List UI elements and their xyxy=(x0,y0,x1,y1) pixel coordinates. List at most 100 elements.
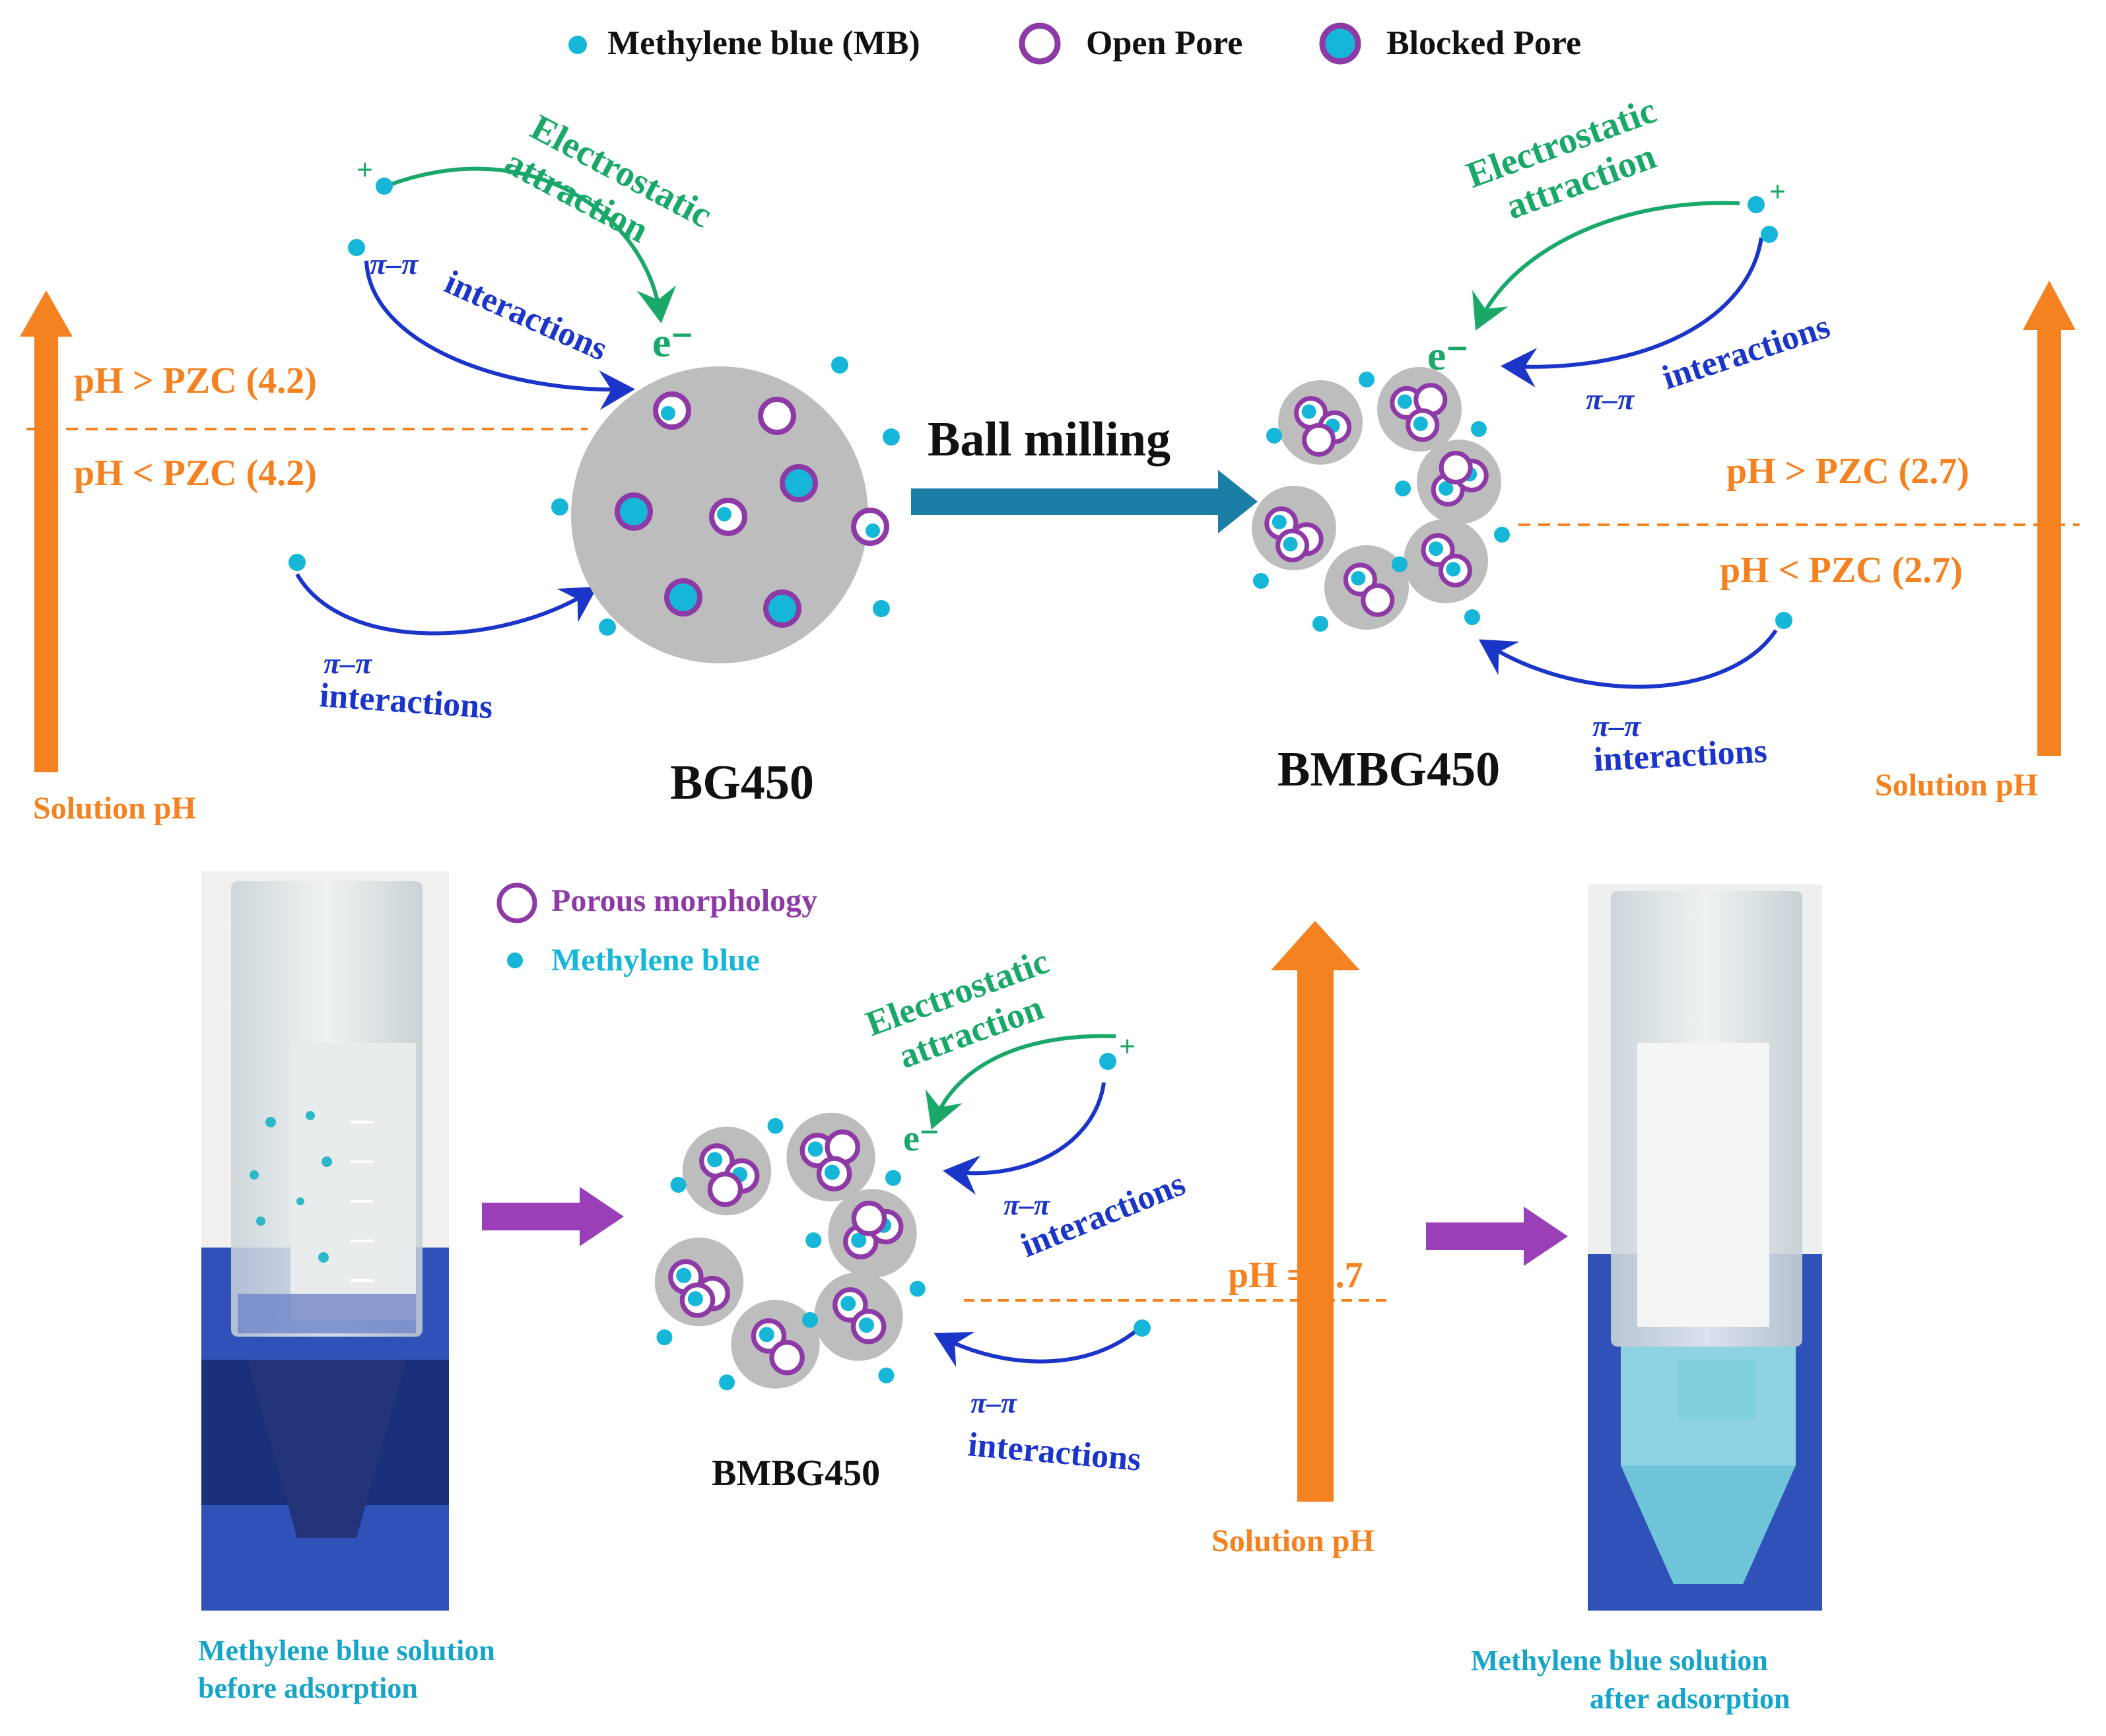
electron-label-left: e⁻ xyxy=(652,319,693,366)
mb-molecule xyxy=(1359,372,1375,387)
mb-in-pore xyxy=(759,1327,774,1343)
pipi-label-left-upper: π–π xyxy=(370,247,419,281)
plus-charge-right: + xyxy=(1769,176,1786,208)
electrostatic-arrow-bottom xyxy=(925,1034,1116,1130)
pipi-label-right-lower: π–π xyxy=(1592,709,1642,743)
mb-in-pore xyxy=(661,406,675,420)
tube-cone xyxy=(248,1360,406,1538)
open-pore xyxy=(1361,583,1395,617)
bmbg450-label-top: BMBG450 xyxy=(1277,743,1500,797)
mb-particles-in-tube xyxy=(250,1111,332,1263)
interactions-label-right-lower: interactions xyxy=(1593,732,1768,779)
mb-molecule xyxy=(348,239,365,256)
mb-molecule xyxy=(883,428,900,446)
legend-blocked-pore-icon xyxy=(1319,22,1361,65)
tube-label xyxy=(1637,1043,1769,1327)
top-right-panel: Solution pH pH > PZC (2.7) pH < PZC (2.7… xyxy=(1252,90,2080,803)
open-pore xyxy=(769,1339,805,1376)
ph-arrow-bottom-head xyxy=(1271,921,1360,970)
mb-in-pore xyxy=(707,1152,723,1168)
mb-molecule xyxy=(1312,616,1328,632)
ball-milling-arrow-head xyxy=(1218,470,1258,533)
pipi-arrow-bottom-lower xyxy=(934,1325,1143,1368)
test-strip xyxy=(1677,1360,1756,1419)
purple-arrow-2-head xyxy=(1524,1207,1568,1266)
photo-after-adsorption xyxy=(1588,885,1822,1611)
mb-in-pore xyxy=(687,1291,703,1307)
pipi-arrow-right-upper xyxy=(1501,237,1763,387)
ph-value-bottom: pH = 2.7 xyxy=(1228,1255,1363,1296)
mb-molecule xyxy=(1134,1319,1151,1337)
legend-mb-dot-bottom xyxy=(507,952,523,968)
purple-arrow-2-shaft xyxy=(1426,1222,1525,1250)
bmbg450-cluster-top xyxy=(1252,367,1510,632)
tube-graduations xyxy=(350,1121,373,1282)
legend-open-pore-label: Open Pore xyxy=(1086,24,1242,62)
mb-molecule xyxy=(873,600,890,617)
pipi-label-left-lower: π–π xyxy=(323,646,373,680)
ph-arrow-left-head xyxy=(20,290,73,337)
ph-arrow-bottom-shaft xyxy=(1297,967,1334,1502)
electrostatic-label-bottom: Electrostatic attraction xyxy=(861,938,1077,1083)
mb-in-pore xyxy=(807,1141,823,1157)
mb-molecule xyxy=(376,178,393,195)
ball-milling-arrow-shaft xyxy=(911,488,1221,515)
mb-in-pore xyxy=(717,507,731,521)
pipi-arrow-right-lower xyxy=(1478,629,1778,689)
mb-molecule xyxy=(1395,481,1411,496)
pipi-arrow-left-upper xyxy=(364,260,635,411)
mb-molecule xyxy=(1266,428,1282,444)
pipi-label-right-upper: π–π xyxy=(1586,382,1635,416)
interactions-label-left-upper: interactions xyxy=(439,263,613,368)
photo-before-adsorption xyxy=(201,871,449,1611)
mb-in-pore xyxy=(1397,394,1412,409)
purple-arrow-1-head xyxy=(580,1187,624,1246)
electron-label-bottom: e⁻ xyxy=(903,1118,939,1159)
mb-in-pore xyxy=(866,523,880,538)
before-caption: Methylene blue solution before adsorptio… xyxy=(198,1634,502,1704)
ph-above-pzc-right: pH > PZC (2.7) xyxy=(1726,451,1969,492)
mb-in-pore xyxy=(824,1164,840,1180)
ph-axis-label-left: Solution pH xyxy=(33,791,196,826)
legend-mb-label: Methylene blue (MB) xyxy=(607,24,920,62)
ph-axis-label-bottom: Solution pH xyxy=(1211,1523,1375,1558)
mb-molecule xyxy=(878,1367,895,1384)
mb-molecule xyxy=(1099,1053,1116,1070)
mb-molecule xyxy=(289,554,306,571)
electrostatic-label-left: Electrostatic attraction xyxy=(498,104,727,279)
pipi-arrow-bottom-upper xyxy=(943,1082,1106,1195)
mb-molecule xyxy=(1471,421,1487,437)
tube-cone xyxy=(1621,1465,1796,1584)
mb-in-pore xyxy=(858,1317,875,1333)
ball-milling-process: Ball milling xyxy=(911,413,1258,533)
mb-in-pore xyxy=(1429,541,1443,556)
pipi-label-bottom-upper: π–π xyxy=(1003,1189,1050,1221)
mb-molecule xyxy=(802,1312,818,1328)
mb-in-pore xyxy=(851,1232,867,1248)
ph-below-pzc-left: pH < PZC (4.2) xyxy=(74,453,317,494)
mb-in-pore xyxy=(840,1296,856,1312)
mb-in-pore xyxy=(1301,404,1316,419)
mb-molecule xyxy=(1392,556,1408,572)
mb-molecule xyxy=(1464,609,1480,625)
mb-molecule xyxy=(1748,196,1765,213)
mb-molecule xyxy=(1775,612,1792,629)
open-pore xyxy=(851,1201,887,1236)
mb-molecule xyxy=(909,1281,926,1297)
mb-molecule xyxy=(767,1118,784,1134)
pipi-arrow-left-lower xyxy=(295,573,598,636)
mb-molecule xyxy=(599,618,616,636)
mb-molecule xyxy=(1253,573,1269,589)
open-pore xyxy=(758,397,796,435)
blocked-pore xyxy=(664,578,702,617)
ph-arrow-left-shaft xyxy=(34,333,58,772)
mb-molecule xyxy=(1761,226,1778,243)
mb-molecule xyxy=(551,498,568,516)
blocked-pore xyxy=(615,492,653,531)
mb-molecule xyxy=(885,1170,901,1186)
bottom-panel: Methylene blue solution before adsorptio… xyxy=(198,871,1822,1715)
mb-in-pore xyxy=(1272,514,1287,529)
ph-axis-label-right: Solution pH xyxy=(1875,768,2038,803)
legend-mb-label-bottom: Methylene blue xyxy=(551,943,760,978)
